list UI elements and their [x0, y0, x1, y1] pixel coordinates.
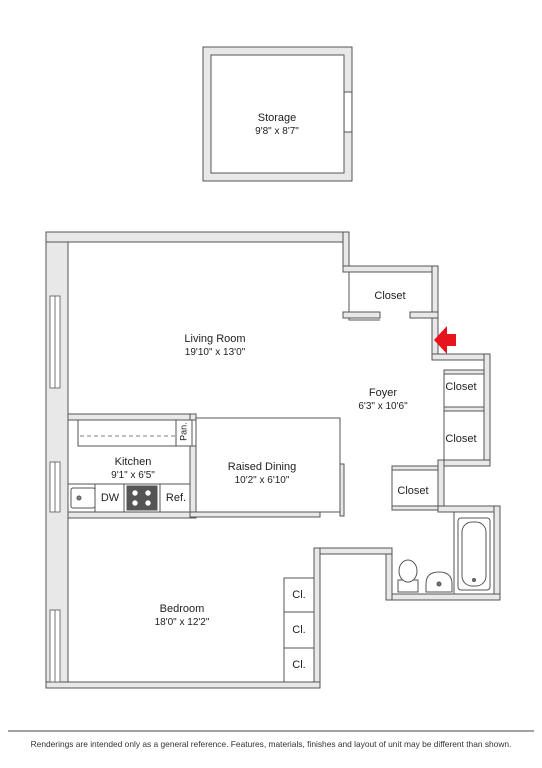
raised-dining-label: Raised Dining 10'2" x 6'10" — [228, 461, 296, 487]
pantry-label: Pan. — [178, 422, 189, 441]
closet-top-walls — [342, 311, 485, 511]
bedroom-closet-2-label: Cl. — [292, 624, 306, 636]
pantry — [77, 419, 197, 447]
bedroom-name: Bedroom — [159, 603, 205, 615]
entry-arrow — [434, 326, 456, 354]
bedroom-dims: 18'0" x 12'2" — [154, 616, 210, 628]
bedroom-closet-3-label: Cl. — [292, 659, 306, 671]
windows — [49, 295, 61, 683]
kitchen-dims: 9'1" x 6'5" — [111, 469, 155, 481]
living-room-dims: 19'10" x 13'0" — [184, 346, 246, 358]
living-room-label: Living Room 19'10" x 13'0" — [184, 333, 245, 359]
bedroom-label: Bedroom 18'0" x 12'2" — [155, 603, 210, 629]
kitchen-label: Kitchen 9'1" x 6'5" — [111, 456, 155, 482]
interior-lines — [196, 272, 485, 683]
closet-right-lower-label: Closet — [445, 433, 477, 445]
bathroom-fixtures — [397, 517, 491, 593]
closet-bath-label: Closet — [397, 485, 429, 497]
storage-label: Storage 9'8" x 8'7" — [255, 112, 299, 138]
kitchen-counter — [67, 483, 191, 513]
closet-right-upper-label: Closet — [445, 381, 477, 393]
storage-dims: 9'8" x 8'7" — [255, 125, 299, 137]
raised-dining-dims: 10'2" x 6'10" — [234, 474, 290, 486]
refrigerator-label: Ref. — [165, 492, 187, 504]
dishwasher-label: DW — [100, 492, 120, 504]
raised-dining-name: Raised Dining — [227, 461, 297, 473]
foyer-dims: 6'3" x 10'6" — [358, 400, 408, 412]
bedroom-closet-1-label: Cl. — [292, 589, 306, 601]
kitchen-name: Kitchen — [114, 456, 152, 468]
storage-name: Storage — [257, 112, 297, 124]
living-room-name: Living Room — [184, 333, 246, 345]
storage-walls — [202, 46, 353, 182]
disclaimer-text: Renderings are intended only as a genera… — [30, 739, 512, 749]
closet-top-label: Closet — [374, 290, 406, 302]
foyer-label: Foyer 6'3" x 10'6" — [358, 387, 407, 413]
foyer-name: Foyer — [368, 387, 398, 399]
